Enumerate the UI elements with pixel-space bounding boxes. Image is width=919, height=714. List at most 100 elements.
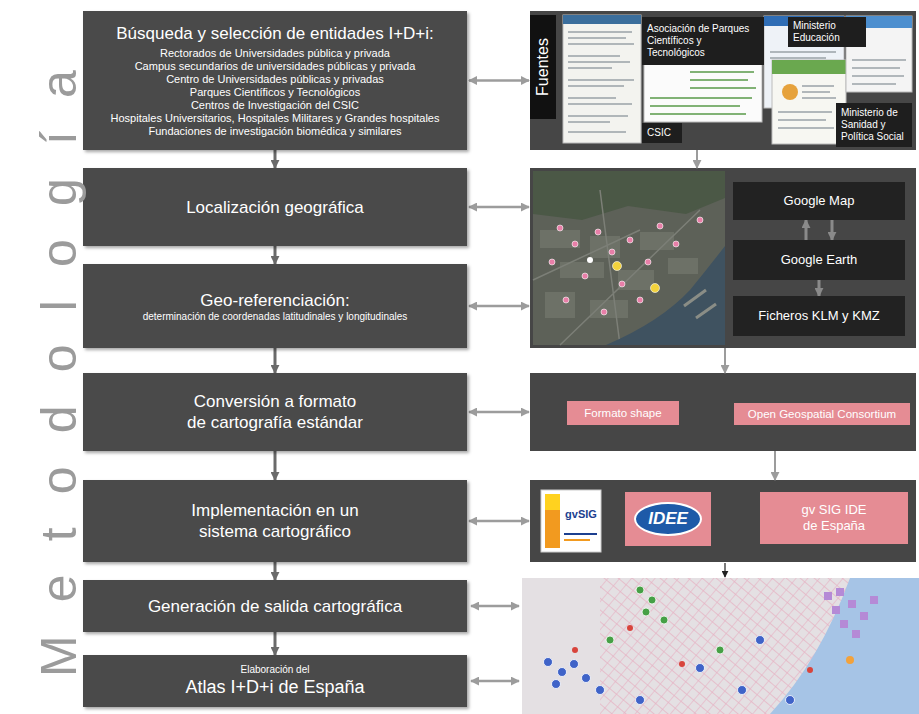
map-dots-green-part (606, 636, 614, 644)
flow-arrow (274, 451, 277, 480)
step-item: Centro de Universidades públicas y priva… (166, 73, 384, 86)
source-screenshots (563, 15, 912, 144)
location-dots-part (601, 309, 607, 315)
tool-box: Ficheros KLM y KMZ (733, 296, 905, 336)
map-dots-blue-part (558, 668, 567, 677)
output-map (522, 578, 919, 714)
flow-arrow (274, 150, 277, 168)
map-dots-blue-part (756, 636, 765, 645)
idee-logo-box: IDEE (625, 492, 711, 546)
format-tag: Formato shape (567, 401, 679, 425)
system-tag: gv SIG IDE de España (760, 492, 908, 544)
output-map-part (770, 578, 919, 714)
map-dots-blue-part (738, 686, 747, 695)
tag-text: gv SIG IDE de España (779, 502, 889, 534)
flow-arrow (469, 520, 529, 523)
satellite-image-part (533, 190, 700, 345)
tool-box: Google Map (733, 182, 905, 220)
source-screenshots-part (772, 60, 846, 144)
output-map-part (824, 588, 878, 638)
source-screenshots-part (852, 60, 906, 84)
gvsig-logo (541, 490, 601, 552)
process-box: Elaboración delAtlas I+D+i de España (83, 655, 467, 707)
panel-tab: Fuentes (530, 15, 556, 119)
location-dots-part (549, 259, 555, 265)
step-item: Hospitales Universitarios, Hospitales Mi… (111, 112, 440, 125)
flow-arrow (696, 150, 698, 168)
location-dots-part (557, 225, 563, 231)
map-dots-red-part (572, 647, 578, 653)
map-dots-blue-part (596, 686, 605, 695)
source-screenshots-part (764, 16, 844, 108)
flow-arrow (274, 348, 277, 373)
flow-arrow (831, 220, 834, 240)
gvsig-logo-part (564, 533, 597, 535)
location-dots-part (563, 297, 569, 303)
process-box: Localización geográfica (83, 168, 467, 246)
flow-arrow (724, 348, 726, 373)
step-item: Rectorados de Universidades pública y pr… (160, 47, 390, 60)
map-dots-blue-part (570, 660, 579, 669)
map-dots-green (606, 586, 724, 654)
source-screenshots-part (650, 72, 756, 114)
source-screenshots-part (764, 16, 844, 26)
map-dots-red-part (807, 667, 813, 673)
map-dots-red-part (679, 661, 685, 667)
location-dots-part (637, 297, 643, 303)
step-note: determinación de coordenadas latitudinal… (143, 311, 408, 323)
layout-arrows-part (471, 680, 519, 683)
location-dots-part (572, 241, 578, 247)
map-dots-blue-part (696, 664, 705, 673)
location-dots-part (609, 249, 615, 255)
source-caption: Ministerio Educación (788, 17, 866, 47)
step-heading: Atlas I+D+i de España (185, 676, 364, 698)
step-heading: Localización geográfica (186, 197, 364, 218)
source-screenshots-part (568, 32, 634, 132)
step-heading: Generación de salida cartográfica (148, 596, 402, 617)
sources-panel: FuentesAsociación de Parques Científicos… (530, 11, 916, 150)
caption-text: Ministerio Educación (793, 20, 861, 44)
format-panel: Formato shapeOpen Geospatial Consortium (530, 373, 916, 451)
source-screenshots-part (846, 16, 912, 28)
satellite-image-part (540, 230, 698, 318)
location-dots-part (673, 241, 679, 247)
step-heading: Implementación en un sistema cartográfic… (145, 500, 405, 542)
map-dots-blue-part (636, 696, 645, 705)
flow-arrow (274, 246, 277, 264)
satellite-image (533, 171, 725, 345)
vertical-title: Metodología (31, 37, 87, 677)
satellite-image-part (651, 284, 660, 293)
tool-name: Google Earth (781, 252, 858, 268)
source-screenshots-part (782, 84, 798, 100)
system-panel: IDEE gv SIG IDE de España (530, 480, 916, 562)
location-dots (549, 217, 703, 315)
satellite-image-part (606, 246, 725, 345)
map-dots-blue-part (582, 674, 591, 683)
map-dots-red (572, 625, 813, 673)
flow-arrow (818, 280, 821, 296)
tool-name: Ficheros KLM y KMZ (758, 308, 879, 324)
tool-box: Google Earth (733, 240, 905, 280)
tag-text: Formato shape (584, 406, 661, 420)
logo-label: gvSIG (561, 508, 601, 521)
satellite-image-part (533, 171, 725, 345)
source-screenshots-part (563, 15, 641, 24)
source-screenshots-part (778, 86, 836, 128)
map-dots-green-part (716, 646, 724, 654)
layout-arrows-part (724, 563, 725, 577)
map-dots-blue-part (786, 696, 795, 705)
caption-text: Ministerio de Sanidad y Política Social (841, 107, 907, 143)
flow-arrow (774, 451, 776, 480)
map-dots-blue-part (544, 658, 553, 667)
tool-name: Google Map (784, 193, 855, 209)
map-dots-green-part (660, 616, 668, 624)
map-dots-blue-part (552, 680, 561, 689)
flow-arrow (805, 220, 808, 240)
caption-text: CSIC (647, 127, 671, 139)
location-dots-part (595, 229, 601, 235)
step-item: Fundaciones de investigación biomédica y… (148, 125, 401, 138)
location-dots-part (582, 273, 588, 279)
location-dots-part (657, 223, 663, 229)
step-item: Parques Científicos y Tecnológicos (190, 86, 360, 99)
